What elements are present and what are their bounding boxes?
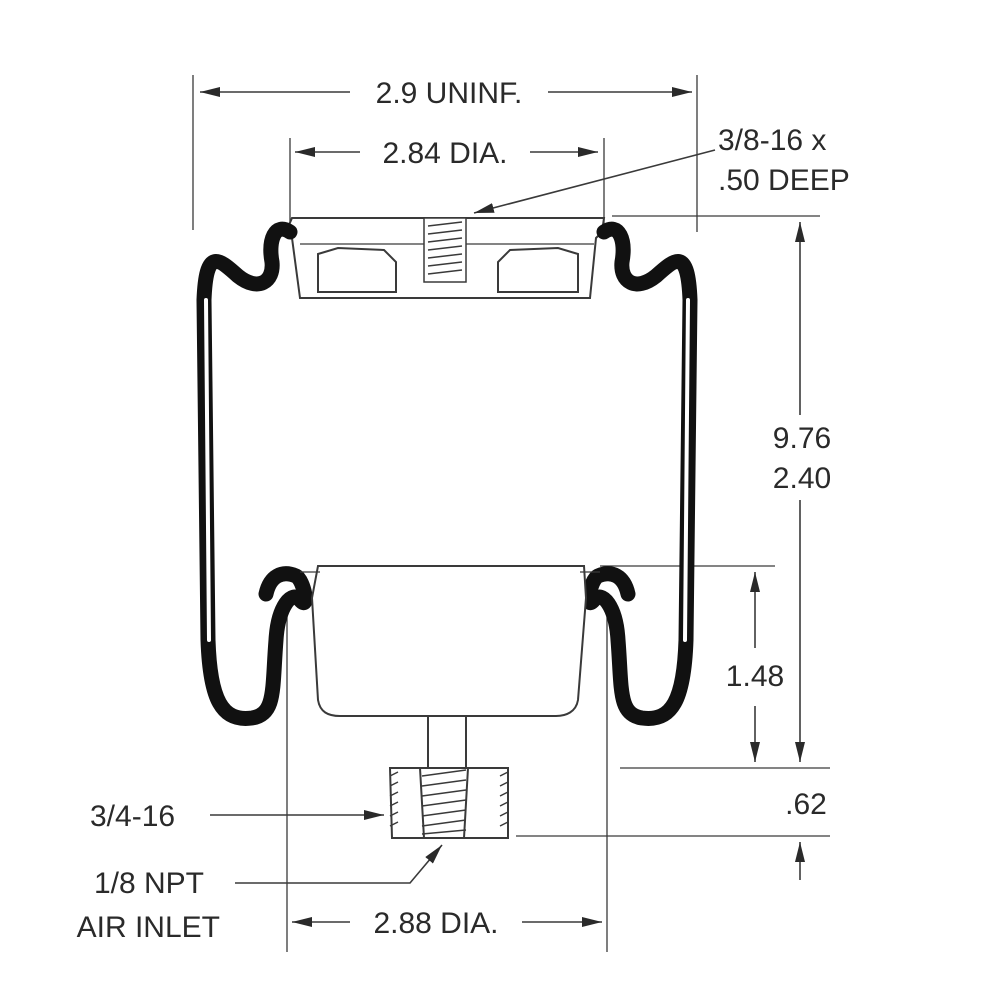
- extension-lines: [192, 75, 830, 952]
- bottom-dia-label: 2.88 DIA.: [373, 907, 498, 940]
- rubber-bellows: [196, 221, 698, 726]
- top-thread-label-line1: 3/8-16 x: [718, 124, 826, 157]
- top-thread-label-line2: .50 DEEP: [718, 164, 850, 197]
- top-plate-dia-label: 2.84 DIA.: [382, 137, 507, 170]
- piston-height-label: 1.48: [726, 660, 784, 693]
- top-threaded-hole: [423, 217, 467, 283]
- bottom-stud: [388, 767, 509, 839]
- overall-width-label: 2.9 UNINF.: [376, 77, 523, 110]
- piston: [300, 565, 600, 769]
- dimension-lines: [200, 87, 805, 927]
- stud-length-label: .62: [785, 788, 827, 821]
- height-label-line1: 9.76: [773, 422, 831, 455]
- air-inlet-label-line1: 1/8 NPT: [94, 867, 204, 900]
- top-bead-plate: [284, 217, 606, 299]
- air-inlet-label-line2: AIR INLET: [77, 911, 220, 944]
- dimension-labels: 2.9 UNINF. 2.84 DIA. 3/8-16 x .50 DEEP 9…: [77, 77, 850, 944]
- height-label-line2: 2.40: [773, 462, 831, 495]
- air-inlet-port: [418, 767, 470, 839]
- stud-thread-label: 3/4-16: [90, 800, 175, 833]
